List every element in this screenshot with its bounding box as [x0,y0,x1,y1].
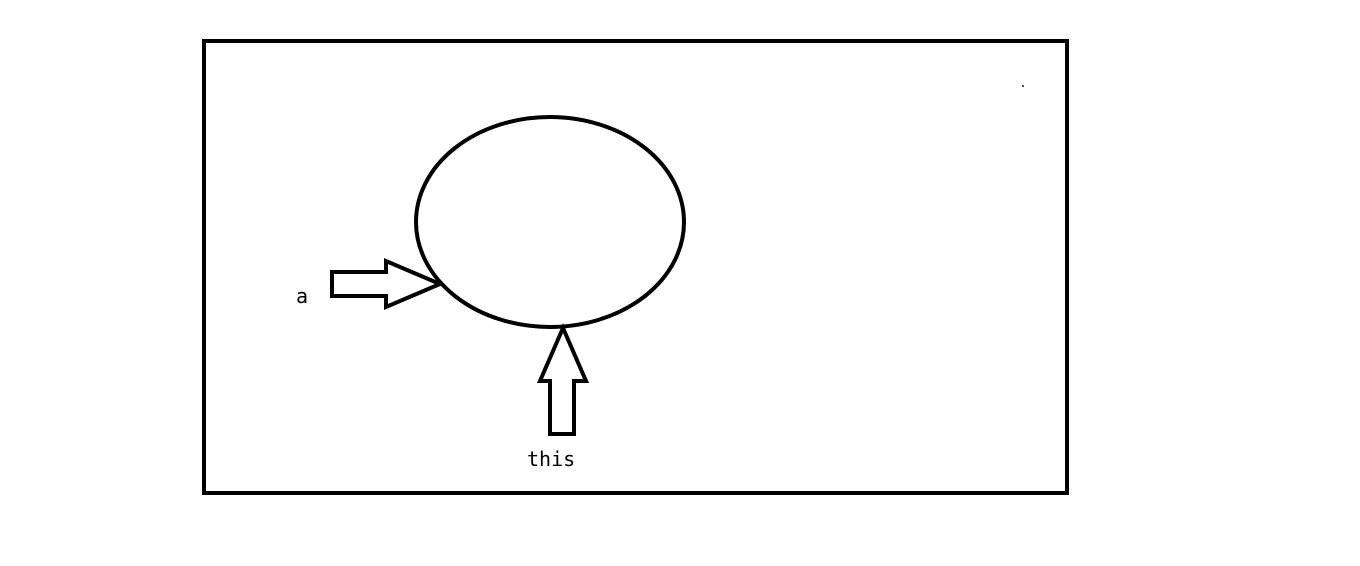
stray-dot [1022,85,1024,87]
arrow-right-icon [330,257,446,311]
label-a: a [296,284,308,308]
label-this: this [527,447,575,471]
frame-rectangle [202,39,1069,495]
arrow-up-icon [536,322,590,436]
ellipse-shape [414,115,686,329]
